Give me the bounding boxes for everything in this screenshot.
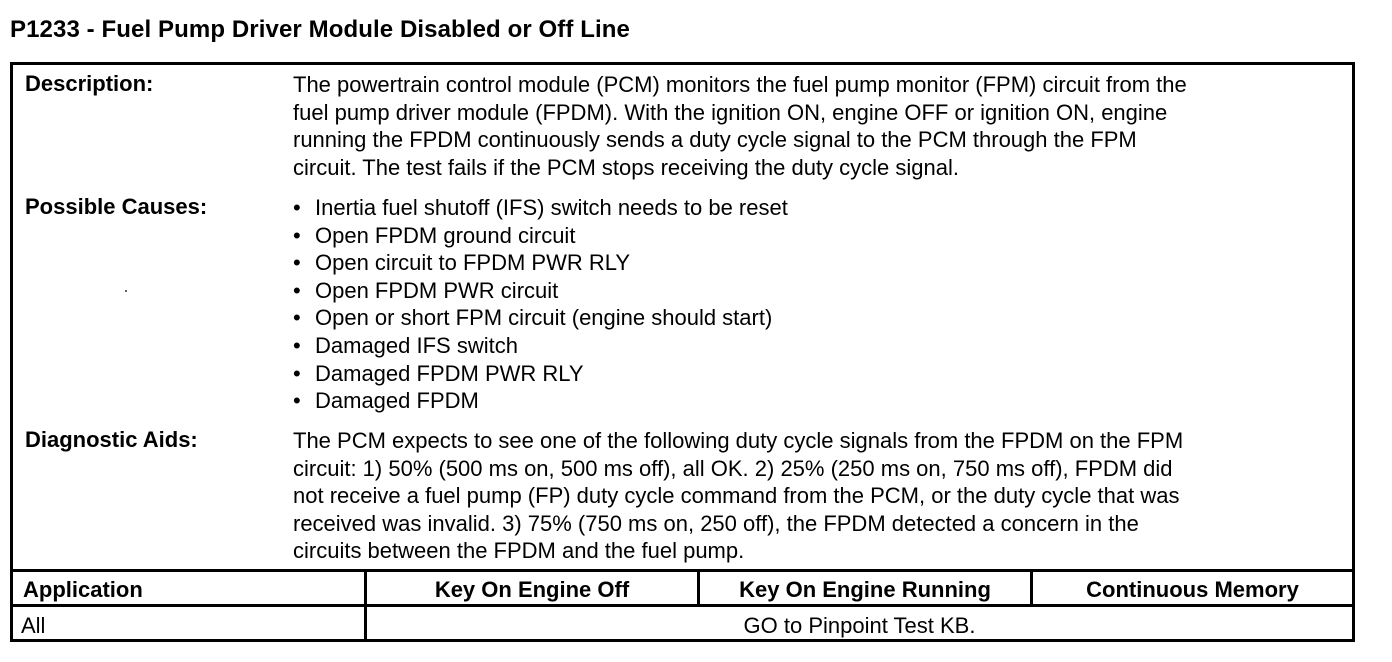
- table-cell-application: All: [21, 613, 46, 638]
- possible-causes-label: Possible Causes:: [25, 194, 208, 219]
- list-item: •Open or short FPM circuit (engine shoul…: [293, 305, 773, 331]
- description-line: running the FPDM continuously sends a du…: [293, 127, 1137, 153]
- header-key-on-engine-running: Key On Engine Running: [739, 577, 991, 602]
- list-item: •Open FPDM ground circuit: [293, 222, 576, 248]
- description-line: The powertrain control module (PCM) moni…: [293, 72, 1187, 97]
- description-text: The powertrain control module (PCM) moni…: [293, 71, 1353, 181]
- diagnostic-aids-line: not receive a fuel pump (FP) duty cycle …: [293, 483, 1180, 509]
- list-item: •Damaged FPDM PWR RLY: [293, 360, 584, 386]
- list-item: •Damaged IFS switch: [293, 332, 518, 358]
- description-line: fuel pump driver module (FPDM). With the…: [293, 99, 1168, 125]
- bullet-icon: •: [293, 195, 301, 220]
- column-divider: [1030, 572, 1033, 607]
- table-divider: [13, 604, 1352, 607]
- bullet-icon: •: [293, 332, 301, 358]
- list-item: •Damaged FPDM: [293, 388, 479, 414]
- diagnostic-aids-line: circuit: 1) 50% (500 ms on, 500 ms off),…: [293, 455, 1173, 481]
- column-divider: [697, 572, 700, 607]
- diagnostic-aids-line: circuits between the FPDM and the fuel p…: [293, 538, 745, 564]
- header-key-on-engine-off: Key On Engine Off: [434, 577, 630, 602]
- list-item: •Open FPDM PWR circuit: [293, 277, 559, 303]
- list-item: •Inertia fuel shutoff (IFS) switch needs…: [293, 195, 788, 220]
- bullet-icon: •: [293, 388, 301, 414]
- table-cell-action: GO to Pinpoint Test KB.: [743, 613, 976, 638]
- dtc-info-table: Description: The powertrain control modu…: [10, 62, 1355, 642]
- page-title: P1233 - Fuel Pump Driver Module Disabled…: [10, 16, 630, 43]
- diagnostic-aids-line: The PCM expects to see one of the follow…: [293, 428, 1184, 453]
- possible-causes-list: •Inertia fuel shutoff (IFS) switch needs…: [293, 194, 788, 415]
- scan-speck: [125, 290, 127, 292]
- application-table: Application Key On Engine Off Key On Eng…: [13, 569, 1352, 642]
- bullet-icon: •: [293, 250, 301, 276]
- bullet-icon: •: [293, 305, 301, 331]
- header-application: Application: [23, 577, 143, 602]
- description-line: circuit. The test fails if the PCM stops…: [293, 154, 959, 180]
- bullet-icon: •: [293, 277, 301, 303]
- diagnostic-aids-line: received was invalid. 3) 75% (750 ms on,…: [293, 510, 1139, 536]
- diagnostic-aids-text: The PCM expects to see one of the follow…: [293, 427, 1353, 565]
- list-item: •Open circuit to FPDM PWR RLY: [293, 250, 630, 276]
- column-divider: [364, 572, 367, 642]
- header-continuous-memory: Continuous Memory: [1086, 577, 1299, 602]
- bullet-icon: •: [293, 222, 301, 248]
- diagnostic-aids-label: Diagnostic Aids:: [25, 427, 198, 452]
- bullet-icon: •: [293, 360, 301, 386]
- description-label: Description:: [25, 71, 154, 96]
